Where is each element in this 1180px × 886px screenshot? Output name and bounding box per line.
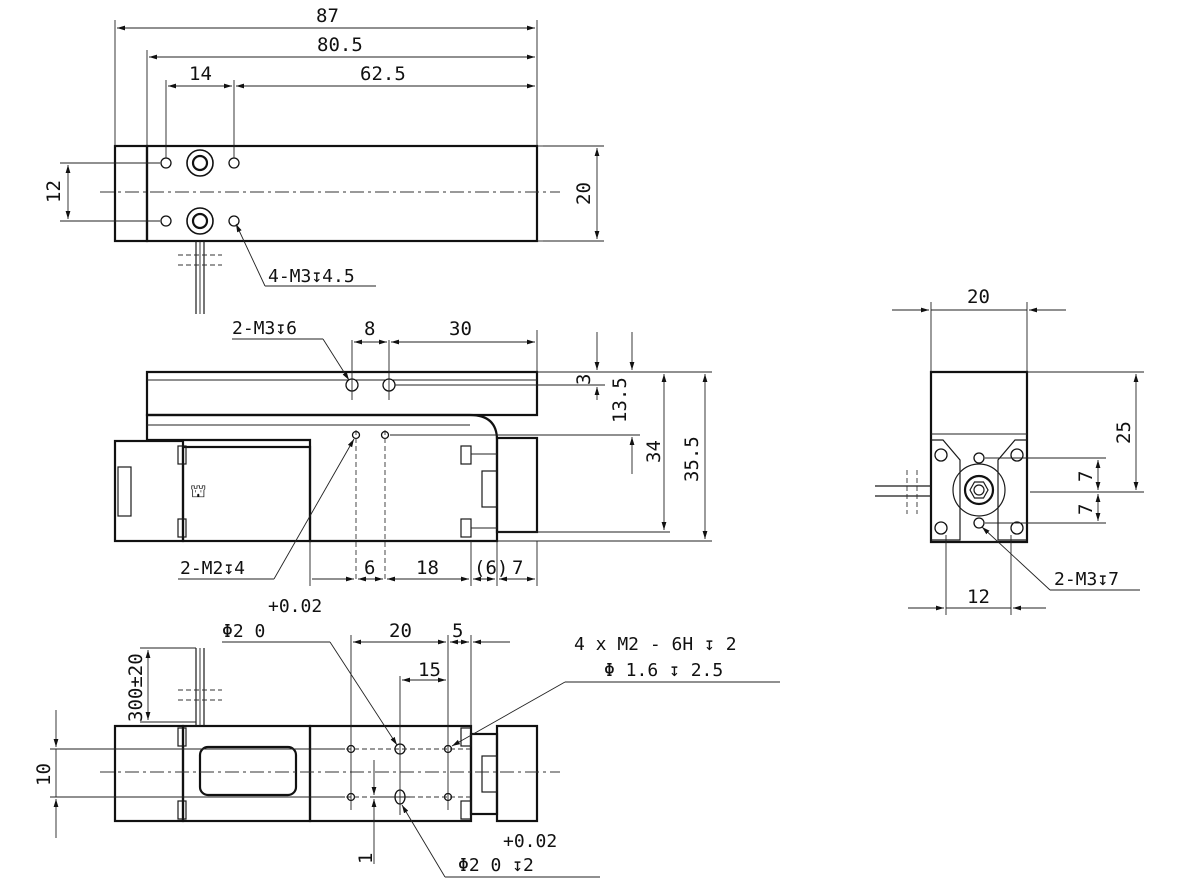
dim-front-depth: 13.5 (609, 377, 631, 423)
bottom-cable (178, 648, 222, 726)
dim-hole-pitch: 14 (189, 63, 212, 85)
top-mount-hole (228, 215, 240, 227)
tolerance-top: +0.02 (268, 596, 322, 617)
top-view-body (145, 144, 539, 243)
top-view: 87 80.5 14 62.5 12 20 4-M3↧4.5 (43, 5, 604, 314)
bottom-view: 20 5 15 10 300±20 1 +0.02 Φ2 0 4 x M2 - … (33, 596, 780, 878)
side-shaft-boss (952, 463, 1006, 517)
dim-front-p4: 7 (512, 557, 523, 579)
dim-front-height-a: 34 (643, 440, 665, 463)
front-end-block (495, 436, 539, 534)
dim-body-length: 80.5 (317, 34, 363, 56)
side-m3-hole (973, 517, 985, 529)
dim-front-height-b: 35.5 (681, 436, 703, 482)
top-mount-hole (228, 157, 240, 169)
dim-hole-to-end: 62.5 (360, 63, 406, 85)
dim-side-lower: 7 (1075, 504, 1097, 515)
dim-front-p1: 6 (364, 557, 375, 579)
top-mount-hole (160, 215, 172, 227)
front-view: ⛫ 8 30 3 13.5 34 (113, 318, 712, 586)
dim-bottom-end: 5 (452, 620, 463, 642)
dim-bottom-width: 10 (33, 763, 55, 786)
dim-front-p3: (6) (474, 557, 508, 579)
front-motor-housing (113, 439, 185, 543)
dim-side-upper: 7 (1075, 471, 1097, 482)
callout-4-m3: 4-M3↧4.5 (268, 266, 355, 287)
callout-side-m3: 2-M3↧7 (1054, 569, 1119, 590)
tolerance-bottom: +0.02 (503, 831, 557, 852)
dim-hole-spacing: 12 (43, 180, 65, 203)
dim-bottom-pitch: 20 (389, 620, 412, 642)
pin-top-label: Φ2 0 (222, 621, 265, 642)
dim-bottom-offset: 1 (355, 853, 377, 864)
callout-2-m2: 2-M2↧4 (180, 558, 245, 579)
top-mount-hole (160, 157, 172, 169)
side-view: 20 25 7 7 12 2-M3↧7 (875, 286, 1144, 615)
pin-bottom-label: Φ2 0 ↧2 (458, 855, 534, 876)
top-bushing (186, 207, 214, 235)
front-upper-bar (145, 370, 539, 417)
dim-side-height: 25 (1113, 421, 1135, 444)
dim-front-offset: 3 (573, 374, 595, 385)
bottom-carriage (308, 724, 473, 823)
front-mark-icon: ⛫ (190, 481, 207, 502)
note-m2-drill: Φ 1.6 ↧ 2.5 (604, 660, 723, 681)
dim-side-width: 20 (967, 286, 990, 308)
bottom-label-window (198, 745, 298, 797)
note-m2-thread: 4 x M2 - 6H ↧ 2 (574, 634, 737, 655)
dim-side-bottom: 12 (967, 586, 990, 608)
dim-front-p2: 18 (416, 557, 439, 579)
bottom-motor-housing (113, 724, 185, 823)
callout-2-m3: 2-M3↧6 (232, 318, 297, 339)
dim-width: 20 (573, 182, 595, 205)
dim-overall-length: 87 (316, 5, 339, 27)
top-cable (178, 241, 222, 314)
front-carriage (145, 413, 499, 543)
top-bushing (186, 149, 214, 177)
dim-front-pitch: 8 (364, 318, 375, 340)
dim-cable-length: 300±20 (125, 653, 147, 722)
dim-front-to-end: 30 (449, 318, 472, 340)
dim-bottom-pitch2: 15 (418, 659, 441, 681)
top-view-end-cap (113, 144, 149, 243)
side-m3-hole (973, 452, 985, 464)
